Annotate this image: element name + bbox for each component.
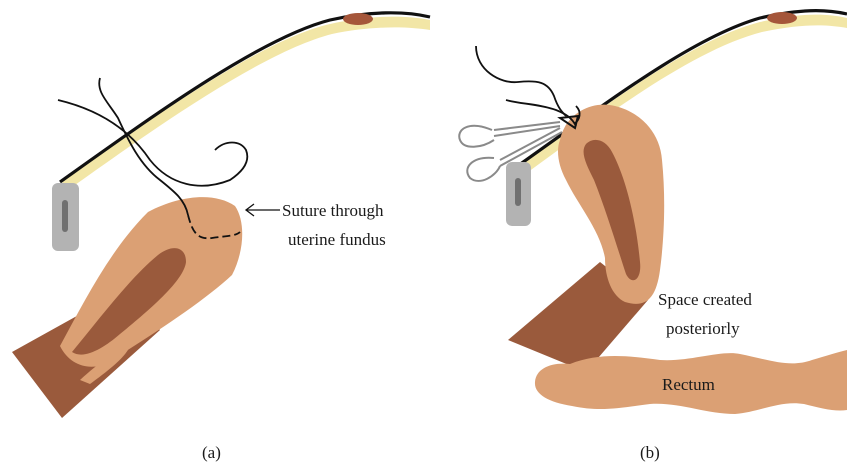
umbilicus-a	[343, 13, 373, 25]
suture-label-line1: Suture through	[282, 201, 384, 220]
panel-a-caption: (a)	[202, 443, 221, 462]
umbilicus-b	[767, 12, 797, 24]
trocar-port-icon-b	[506, 162, 531, 226]
trocar-port-icon	[52, 183, 79, 251]
suture-label-line2: uterine fundus	[288, 230, 386, 249]
suture-annotation-arrow	[246, 204, 280, 216]
space-label-line2: posteriorly	[666, 319, 740, 338]
panel-b: Space created posteriorly Rectum (b)	[459, 11, 847, 462]
space-label-line1: Space created	[658, 290, 752, 309]
panel-a: Suture through uterine fundus (a)	[12, 13, 430, 462]
suture-b	[476, 46, 580, 126]
rectum-label: Rectum	[662, 375, 715, 394]
panel-b-caption: (b)	[640, 443, 660, 462]
